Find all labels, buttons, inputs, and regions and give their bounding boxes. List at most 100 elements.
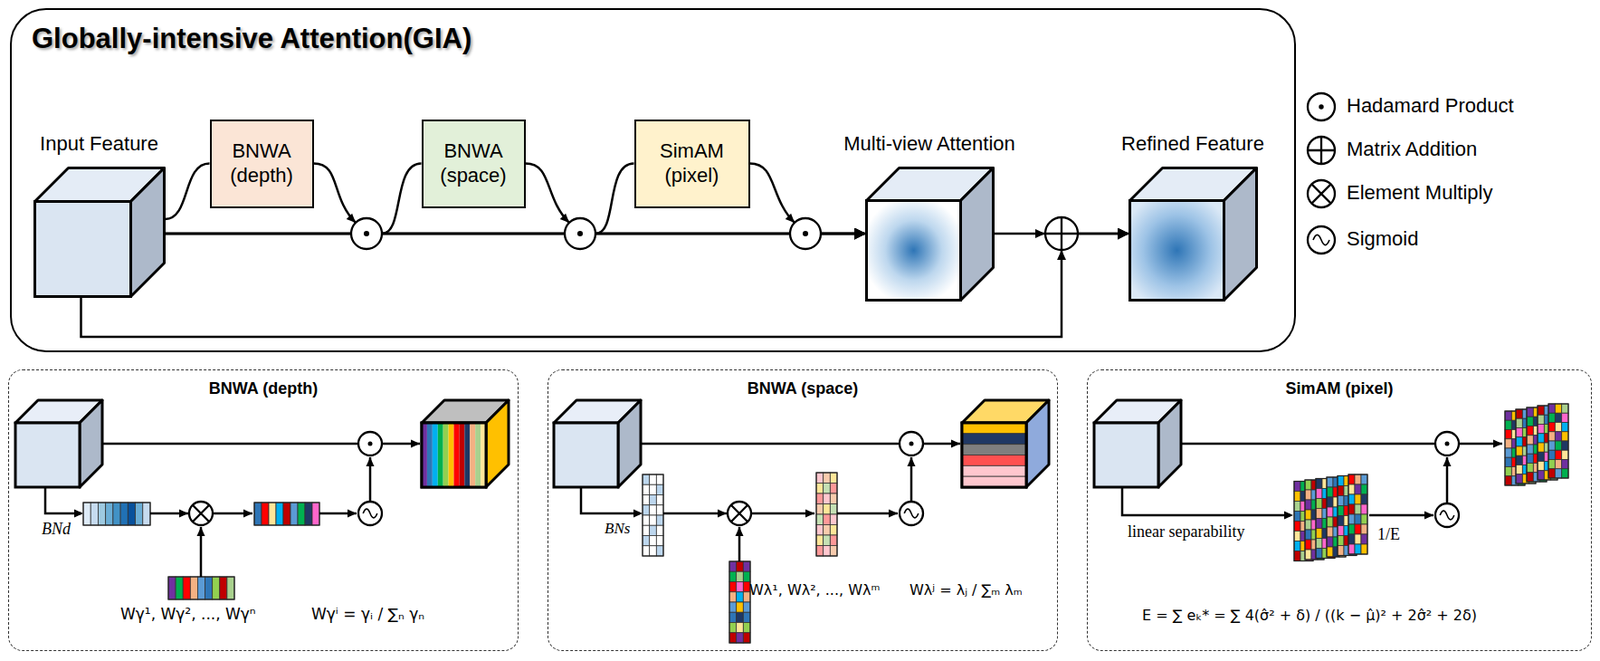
arrow-head (347, 509, 357, 518)
feature-cell (829, 472, 838, 484)
arrow-head (888, 509, 898, 518)
feature-cell (1361, 523, 1368, 534)
formula-label: linear separability (1127, 522, 1245, 542)
feature-cell (1304, 529, 1312, 540)
feature-cell (729, 611, 737, 622)
feature-cell (1561, 440, 1569, 450)
feature-cell (1548, 403, 1555, 413)
feature-cell (1515, 428, 1523, 438)
operator-circle (351, 218, 382, 249)
block-label: BNWA (space) (423, 139, 524, 188)
feature-cell (1294, 491, 1301, 502)
feature-cell (642, 495, 650, 505)
feature-cell (1548, 440, 1555, 450)
spatial-band (961, 455, 1027, 467)
feature-cell (816, 472, 824, 484)
feature-cell (1361, 494, 1368, 505)
feature-cell (642, 514, 650, 525)
operator-circle (899, 431, 924, 456)
arrow-head (633, 509, 643, 518)
arrow-line (580, 486, 640, 514)
feature-cell (823, 504, 831, 515)
feature-cell (1361, 514, 1368, 524)
feature-cell (1326, 516, 1334, 527)
feature-cell (1315, 528, 1323, 539)
channel-stripe (443, 422, 449, 487)
feature-cell (1515, 418, 1523, 428)
operator-circle (1307, 93, 1335, 121)
feature-cell (1554, 459, 1562, 469)
feature-cell (1561, 449, 1569, 459)
feature-cell (219, 576, 228, 600)
feature-cell (642, 545, 650, 556)
sigmoid-wave (1439, 510, 1455, 520)
feature-cell (97, 502, 105, 525)
feature-cell (1348, 514, 1355, 524)
feature-outline (168, 576, 235, 600)
arrow-head (1284, 511, 1294, 520)
feature-cell (742, 601, 751, 612)
feature-cell (1554, 403, 1562, 413)
feature-cell (816, 504, 824, 515)
feature-outline (729, 561, 751, 643)
feature-cell (1315, 478, 1323, 489)
feature-cell (1337, 525, 1344, 536)
detail-panel: BNWA (space) (547, 369, 1058, 651)
cube-front (1129, 200, 1224, 300)
spatial-band (961, 444, 1027, 456)
feature-cell (1561, 403, 1569, 413)
feature-cell (816, 524, 824, 536)
feature-cell (1526, 472, 1534, 482)
feature-cell (175, 576, 183, 600)
cube-front (961, 422, 1027, 487)
feature-cell (656, 504, 664, 515)
feature-outline (1304, 479, 1324, 560)
feature-outline (1337, 476, 1357, 556)
feature-outline (1537, 405, 1558, 480)
hadamard-dot (368, 441, 373, 447)
feature-cell (1337, 545, 1344, 556)
feature-cube: Input Feature (33, 166, 166, 298)
feature-cell (1361, 474, 1368, 485)
feature-cell (1354, 533, 1362, 544)
cube-front (553, 422, 619, 487)
feature-cell (1515, 465, 1523, 475)
operator-circle (1435, 503, 1459, 527)
feature-cell (1537, 451, 1544, 461)
formula-label: E = ∑ eₖ* = ∑ 4(σ̂² + δ) / ((k − μ̂)² + … (1142, 606, 1477, 624)
feature-cell (729, 622, 737, 633)
arrow-line (102, 442, 359, 446)
feature-cell (829, 483, 838, 495)
operator-circle (358, 431, 382, 456)
feature-cell (1515, 437, 1523, 447)
feature-cell (742, 611, 751, 622)
module-title: Globally-intensive Attention(GIA) (31, 22, 472, 56)
feature-outline (1526, 407, 1547, 482)
formula-label: 1/E (1377, 524, 1400, 544)
feature-cell (1294, 551, 1301, 562)
feature-cell (823, 514, 831, 525)
feature-cell (1337, 476, 1344, 486)
feature-cell (1294, 511, 1301, 522)
feature-cell (254, 502, 262, 525)
arrow-line (45, 486, 82, 514)
operator-circle (727, 501, 752, 525)
feature-cell (1294, 481, 1301, 492)
arrow-head (805, 509, 815, 518)
feature-cell (736, 581, 744, 592)
arrow-head (735, 526, 744, 536)
operator-circle (790, 218, 821, 249)
feature-cell (1315, 488, 1323, 499)
feature-cell (642, 474, 650, 485)
cube-front (421, 422, 486, 487)
feature-cell (1561, 431, 1569, 441)
arrow-line (663, 512, 727, 515)
feature-cell (120, 502, 128, 525)
feature-cell (829, 534, 838, 546)
feature-cell (1326, 496, 1334, 507)
feature-cell (1361, 543, 1368, 554)
feature-cell (1526, 407, 1534, 417)
feature-cell (1515, 409, 1523, 419)
feature-cell (1561, 412, 1569, 422)
